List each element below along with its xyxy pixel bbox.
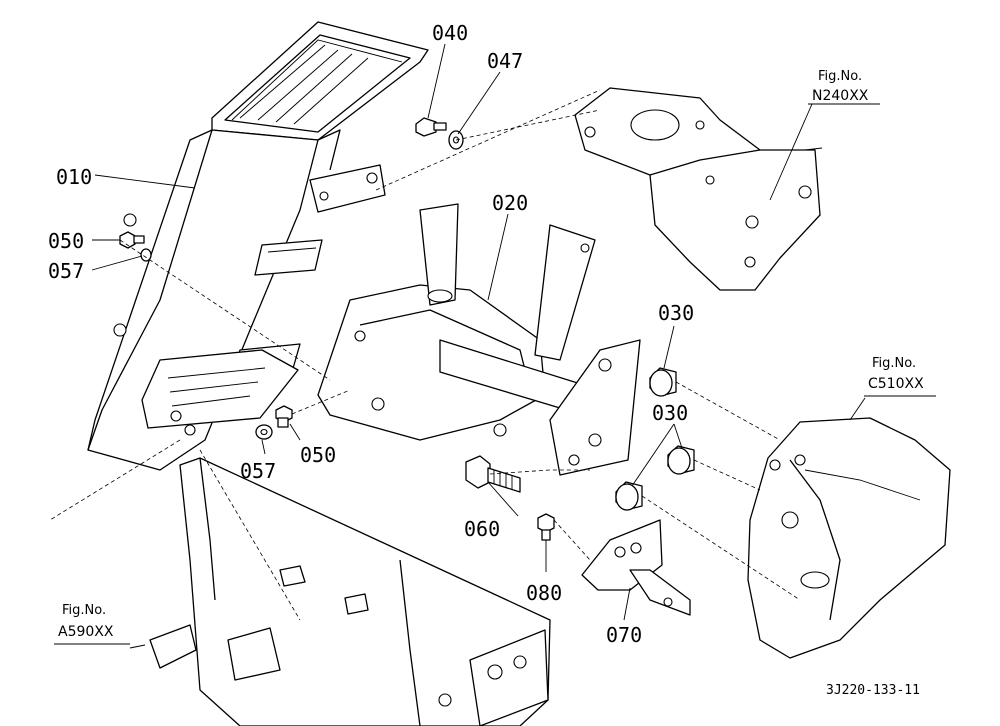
fig-ref-a590-code: A590XX	[58, 624, 114, 640]
fig-ref-c510-caption: Fig.No.	[872, 356, 916, 371]
bolt-060	[465, 455, 521, 493]
part-labels: 010 040 047 050 057 020 030 030 057 050 …	[48, 21, 694, 647]
bracket-n240-ref	[574, 87, 823, 291]
bushing-030-top	[649, 367, 677, 397]
fig-ref-n240-code: N240XX	[812, 88, 869, 104]
fig-ref-c510-code: C510XX	[868, 376, 924, 392]
bracket-070	[581, 519, 691, 616]
bushing-030-left	[615, 481, 643, 511]
fig-ref-n240: Fig.No. N240XX	[808, 69, 880, 105]
label-040: 040	[432, 21, 468, 45]
bolt-050-bottom	[275, 405, 293, 428]
bolt-040	[415, 117, 447, 137]
fig-ref-a590: Fig.No. A590XX	[54, 603, 130, 645]
leader-lines	[91, 43, 866, 649]
label-050-left: 050	[48, 229, 84, 253]
frame-a590-ref	[149, 457, 551, 726]
bolt-080	[537, 513, 555, 541]
label-020: 020	[492, 191, 528, 215]
casting-c510-ref	[747, 417, 951, 659]
step-ladder-010	[87, 21, 429, 471]
washer-057-left	[140, 248, 152, 262]
drawing-code: 3J220-133-11	[826, 683, 920, 698]
fig-ref-c510: Fig.No. C510XX	[864, 356, 936, 397]
label-057-left: 057	[48, 259, 84, 283]
bushing-030-right	[667, 445, 695, 475]
label-070: 070	[606, 623, 642, 647]
washer-057-bottom	[255, 424, 273, 440]
label-060: 060	[464, 517, 500, 541]
bolt-050-left	[119, 231, 145, 249]
label-030-mid: 030	[652, 401, 688, 425]
assembly-lines	[49, 89, 801, 621]
fig-ref-a590-caption: Fig.No.	[62, 603, 106, 618]
label-050-bottom: 050	[300, 443, 336, 467]
bracket-frame-020	[317, 203, 641, 476]
label-030-top: 030	[658, 301, 694, 325]
fig-ref-n240-caption: Fig.No.	[818, 69, 862, 84]
label-080: 080	[526, 581, 562, 605]
label-010: 010	[56, 165, 92, 189]
label-047: 047	[487, 49, 523, 73]
label-057-bottom: 057	[240, 459, 276, 483]
